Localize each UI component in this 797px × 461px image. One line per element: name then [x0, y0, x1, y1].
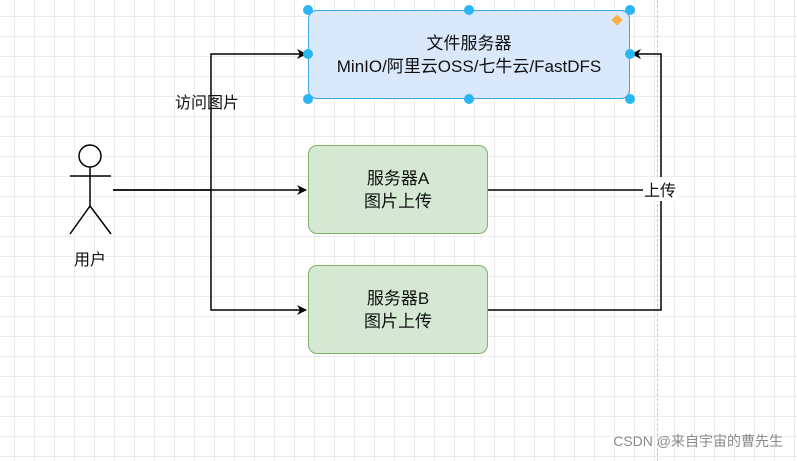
- resize-handle-e[interactable]: [625, 49, 635, 59]
- resize-handle-sw[interactable]: [303, 94, 313, 104]
- upload-label: 上传: [643, 177, 678, 201]
- server-a-desc: 图片上传: [364, 191, 432, 211]
- server-b-node[interactable]: 服务器B 图片上传: [308, 265, 488, 354]
- resize-handle-n[interactable]: [464, 5, 474, 15]
- file-server-subtitle: MinIO/阿里云OSS/七牛云/FastDFS: [336, 56, 602, 76]
- resize-handle-s[interactable]: [464, 94, 474, 104]
- resize-handle-ne[interactable]: [625, 5, 635, 15]
- resize-handle-nw[interactable]: [303, 5, 313, 15]
- file-server-node[interactable]: 文件服务器 MinIO/阿里云OSS/七牛云/FastDFS: [308, 10, 630, 99]
- server-b-name: 服务器B: [366, 288, 430, 308]
- page-boundary-guide: [657, 0, 658, 461]
- edge-server-a-upload: [488, 49, 662, 191]
- edge-user-to-server-b: [210, 190, 307, 315]
- resize-handle-se[interactable]: [625, 94, 635, 104]
- server-a-node[interactable]: 服务器A 图片上传: [308, 145, 488, 234]
- edge-server-b-upload: [488, 190, 662, 311]
- access-image-label: 访问图片: [175, 95, 240, 112]
- user-actor-icon: [69, 144, 112, 235]
- file-server-title: 文件服务器: [426, 33, 512, 53]
- resize-handle-w[interactable]: [303, 49, 313, 59]
- user-label: 用户: [74, 252, 107, 269]
- server-a-name: 服务器A: [366, 168, 430, 188]
- server-b-desc: 图片上传: [364, 311, 432, 331]
- edge-user-to-file-server: [113, 49, 307, 191]
- watermark: CSDN @来自宇宙的曹先生: [613, 433, 783, 449]
